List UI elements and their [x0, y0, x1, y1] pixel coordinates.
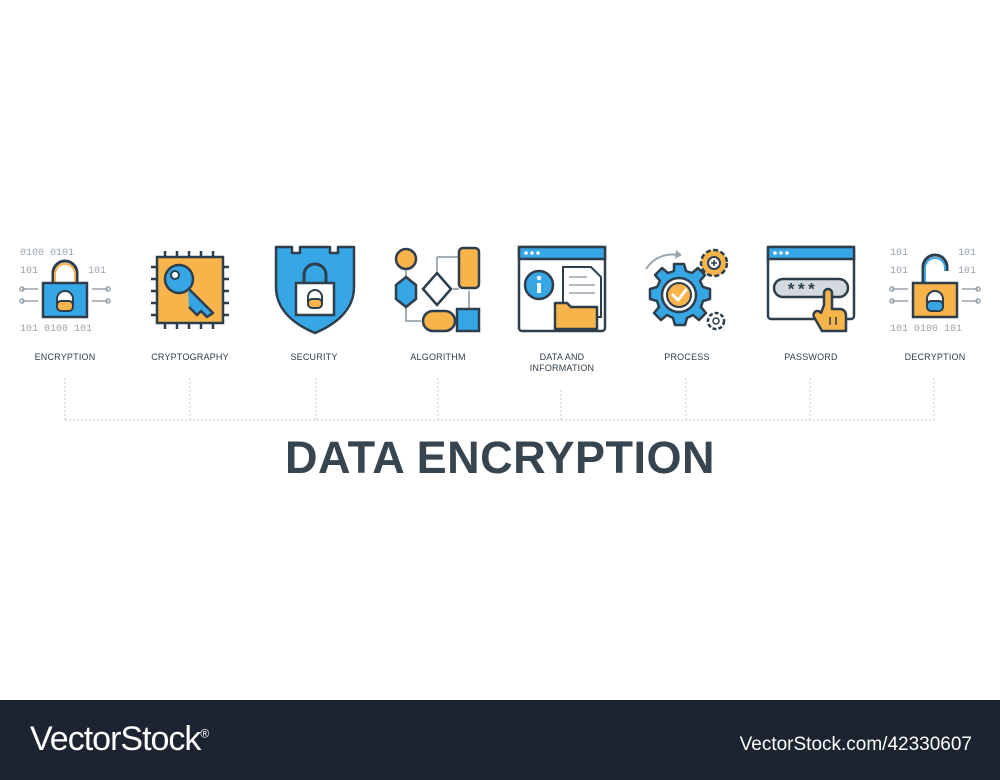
label-algorithm: ALGORITHM: [410, 352, 466, 362]
binary-text: 101 0100 101: [890, 324, 962, 335]
binary-text: 101 0100 101: [20, 324, 92, 335]
decryption-icon: 101 101 101 101 101 0100 101: [888, 243, 982, 337]
label-process: PROCESS: [664, 352, 710, 362]
encryption-icon: 0100 0101 101 101 101 0100 101: [18, 243, 112, 337]
password-mask: ***_: [786, 282, 828, 301]
footer-bar: VectorStock® VectorStock.com/42330607: [0, 700, 1000, 780]
security-icon: [268, 243, 362, 337]
binary-text: 101: [958, 266, 976, 277]
stock-id: VectorStock.com/42330607: [739, 734, 972, 755]
page-title: DATA ENCRYPTION: [285, 432, 715, 483]
label-security: SECURITY: [290, 352, 338, 362]
password-icon: ***_: [764, 243, 858, 337]
binary-text: 101: [958, 248, 976, 259]
binary-text: 101: [20, 266, 38, 277]
algorithm-icon: [391, 243, 485, 337]
label-cryptography: CRYPTOGRAPHY: [151, 352, 229, 362]
binary-text: 101: [890, 266, 908, 277]
label-data-and-information: DATA AND INFORMATION: [529, 352, 595, 373]
label-decryption: DECRYPTION: [904, 352, 966, 362]
label-encryption: ENCRYPTION: [34, 352, 96, 362]
data-information-icon: [515, 243, 609, 337]
cryptography-icon: [143, 243, 237, 337]
connector-lines: [64, 378, 935, 421]
infographic: 0100 0101 101 101 101 0100 101: [18, 243, 982, 483]
label-password: PASSWORD: [784, 352, 838, 362]
brand-logo: VectorStock®: [30, 720, 209, 758]
process-icon: [640, 243, 734, 337]
binary-text: 101: [88, 266, 106, 277]
binary-text: 0100 0101: [20, 248, 74, 259]
binary-text: 101: [890, 248, 908, 259]
